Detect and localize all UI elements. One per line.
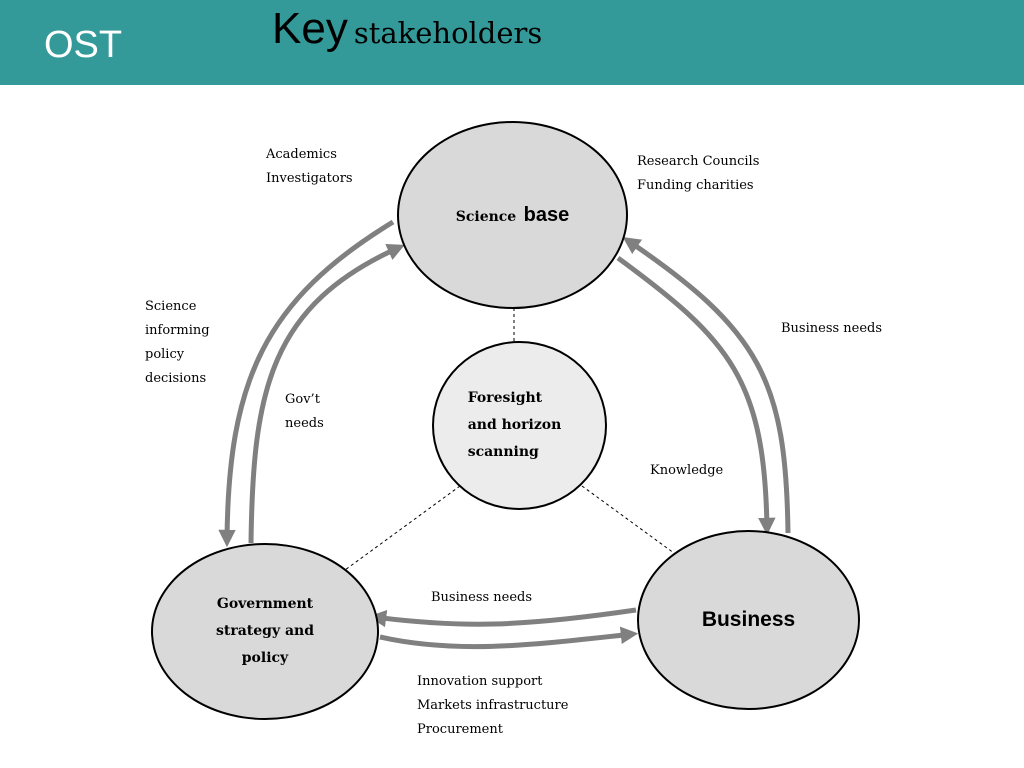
arrow-business-to-government [368,607,637,628]
science-word: Science [455,208,517,225]
innovation-line-1: Innovation support [417,674,543,689]
foresight-line-1: Foresight [467,390,543,406]
science-base-label: Science base [456,204,570,227]
science-informing-line-2: informing [145,323,210,338]
research-councils-line-2: Funding charities [637,178,754,193]
title-stakeholders: stakeholders [353,16,543,50]
govt-needs-label: Gov’t needs [285,388,324,436]
business-needs-right-label: Business needs [781,321,883,336]
science-informing-label: Science informing policy decisions [145,295,210,391]
knowledge-label: Knowledge [650,463,724,478]
foresight-line-3: scanning [467,444,539,460]
science-informing-line-4: decisions [145,371,207,386]
dashed-link-foresight-government [344,485,461,571]
government-label: Government strategy and policy [216,591,314,672]
arrow-science-to-government [218,219,395,548]
govt-needs-line-1: Gov’t [285,392,320,407]
foresight-label: Foresight and horizon scanning [468,385,562,466]
innovation-line-2: Markets infrastructure [417,698,569,713]
business-node: Business [637,530,860,710]
business-needs-bottom-label: Business needs [431,590,533,605]
arrow-business-to-science [622,237,791,534]
header-ost-label: OST [44,24,123,66]
innovation-line-3: Procurement [417,722,503,737]
business-label: Business [701,608,796,631]
base-word: base [523,203,570,226]
title-key: Key [272,4,348,53]
research-councils-line-1: Research Councils [637,154,760,169]
government-node: Government strategy and policy [151,543,379,720]
government-line-2: strategy and [215,623,314,639]
academics-line-1: Academics [266,147,337,162]
foresight-line-2: and horizon [467,417,562,433]
government-line-3: policy [241,650,289,666]
academics-line-2: Investigators [266,171,353,186]
innovation-support-label: Innovation support Markets infrastructur… [417,670,568,742]
arrow-government-to-business [379,626,639,650]
science-informing-line-3: policy [145,347,185,362]
research-councils-label: Research Councils Funding charities [637,150,759,198]
science-informing-line-1: Science [145,299,197,314]
dashed-link-foresight-business [581,485,679,557]
government-line-1: Government [216,596,314,612]
arrow-science-to-business [616,255,776,536]
academics-label: Academics Investigators [266,143,353,191]
science-base-node: Science base [397,121,628,309]
arrow-government-to-science [248,244,405,544]
foresight-node: Foresight and horizon scanning [432,341,607,510]
govt-needs-line-2: needs [285,416,324,431]
